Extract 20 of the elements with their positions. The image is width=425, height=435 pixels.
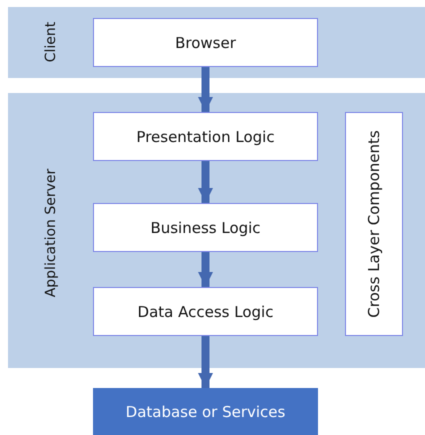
box-label: Presentation Logic [136,128,275,146]
process-box [93,203,318,252]
box-label: Data Access Logic [138,302,274,320]
box-label: Business Logic [150,218,261,236]
layer-label: Client [43,22,59,62]
process-box [93,18,318,67]
process-box [345,112,403,336]
process-box [93,388,318,435]
box-label: Cross Layer Components [365,130,383,318]
arrow [198,252,214,287]
layer-band [8,7,425,78]
arrow [198,161,214,203]
process-box [93,287,318,336]
arrow [198,336,214,388]
box-label: Database or Services [126,402,286,420]
process-box [93,112,318,161]
arrow [198,67,214,112]
box-label: Browser [175,34,236,52]
layer-label: Application Server [43,168,59,298]
layer-band [8,93,425,368]
